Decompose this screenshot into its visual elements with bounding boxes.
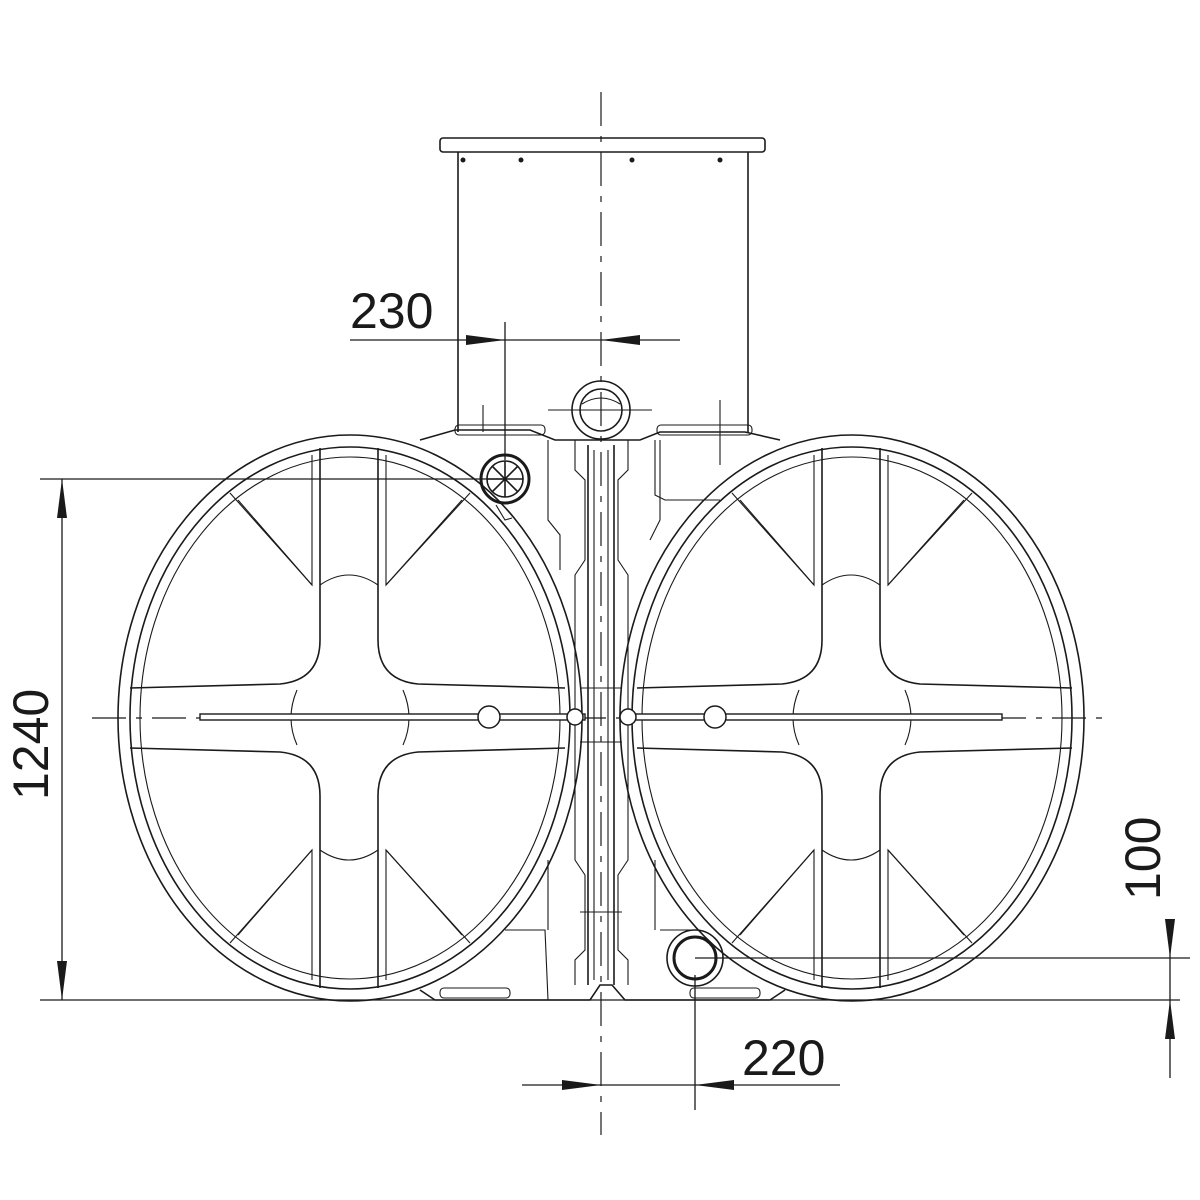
- dimension-100: 100: [695, 817, 1190, 1078]
- dimension-230-label: 230: [350, 283, 433, 339]
- dimension-100-label: 100: [1115, 817, 1171, 900]
- dimension-220: 220: [522, 975, 840, 1110]
- dimension-230: 230: [350, 283, 680, 460]
- top-port: [548, 380, 652, 440]
- dimension-1240: 1240: [3, 478, 1180, 1001]
- dimension-1240-label: 1240: [3, 689, 59, 800]
- access-shaft: [439, 137, 766, 465]
- inlet-fitting: [479, 453, 531, 521]
- top-body-outline: [419, 424, 781, 570]
- dimension-220-label: 220: [742, 1030, 825, 1086]
- tie-rod: [199, 705, 1003, 729]
- central-coupling: [574, 440, 629, 985]
